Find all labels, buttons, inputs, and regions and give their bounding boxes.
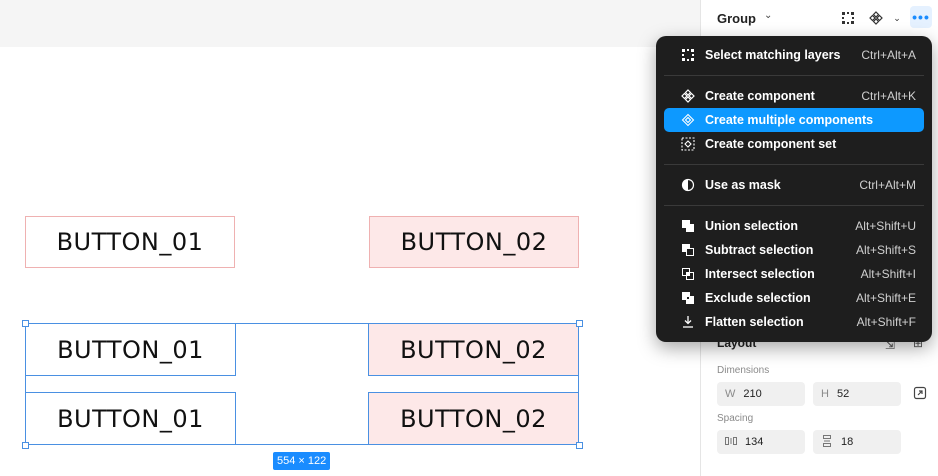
component-set-icon bbox=[680, 136, 696, 152]
menu-item-subtract-selection[interactable]: Subtract selection Alt+Shift+S bbox=[664, 238, 924, 262]
multiple-components-icon bbox=[680, 112, 696, 128]
vertical-spacing-field[interactable]: 18 bbox=[813, 430, 901, 454]
constrain-proportions-icon[interactable] bbox=[913, 386, 927, 403]
menu-item-label: Use as mask bbox=[705, 178, 781, 192]
menu-item-union-selection[interactable]: Union selection Alt+Shift+U bbox=[664, 214, 924, 238]
design-canvas[interactable]: BUTTON_01 BUTTON_02 BUTTON_01 BUTTON_02 … bbox=[0, 0, 700, 476]
resize-handle-bottom-left[interactable] bbox=[22, 442, 29, 449]
menu-item-label: Create component bbox=[705, 89, 815, 103]
menu-item-shortcut: Alt+Shift+I bbox=[860, 267, 916, 281]
vertical-spacing-value: 18 bbox=[841, 436, 854, 448]
menu-item-use-as-mask[interactable]: Use as mask Ctrl+Alt+M bbox=[664, 173, 924, 197]
chevron-down-icon[interactable]: ⌄ bbox=[893, 12, 901, 23]
menu-item-select-matching-layers[interactable]: Select matching layers Ctrl+Alt+A bbox=[664, 43, 924, 67]
more-options-menu: Select matching layers Ctrl+Alt+A Create… bbox=[656, 36, 932, 342]
menu-item-label: Create multiple components bbox=[705, 113, 874, 127]
union-icon bbox=[680, 218, 696, 234]
canvas-top-strip bbox=[0, 0, 700, 47]
menu-item-label: Flatten selection bbox=[705, 315, 804, 329]
selection-size-badge: 554 × 122 bbox=[273, 452, 331, 470]
menu-item-label: Create component set bbox=[705, 137, 837, 151]
button-02-label: BUTTON_02 bbox=[400, 404, 547, 433]
component-icon bbox=[680, 88, 696, 104]
button-01-label: BUTTON_01 bbox=[56, 228, 204, 256]
button-01-label: BUTTON_01 bbox=[57, 404, 204, 433]
button-02-label: BUTTON_02 bbox=[400, 335, 547, 364]
menu-item-shortcut: Alt+Shift+U bbox=[855, 219, 916, 233]
button-01-frame-selected[interactable]: BUTTON_01 bbox=[25, 392, 236, 445]
menu-item-flatten-selection[interactable]: Flatten selection Alt+Shift+F bbox=[664, 310, 924, 334]
horizontal-spacing-value: 134 bbox=[745, 436, 764, 448]
button-02-label: BUTTON_02 bbox=[400, 228, 548, 256]
button-02-frame-selected[interactable]: BUTTON_02 bbox=[368, 392, 579, 445]
menu-item-label: Exclude selection bbox=[705, 291, 811, 305]
add-auto-layout-icon[interactable]: ⊞ bbox=[913, 336, 924, 350]
resize-handle-bottom-right[interactable] bbox=[576, 442, 583, 449]
height-field[interactable]: H 52 bbox=[813, 382, 901, 406]
collapse-icon[interactable]: ⇲ bbox=[885, 338, 896, 352]
width-value: 210 bbox=[743, 388, 762, 400]
dimensions-title: Dimensions bbox=[717, 365, 770, 376]
width-label: W bbox=[725, 388, 736, 400]
menu-item-exclude-selection[interactable]: Exclude selection Alt+Shift+E bbox=[664, 286, 924, 310]
select-matching-icon[interactable] bbox=[839, 9, 857, 27]
menu-divider bbox=[664, 164, 924, 165]
menu-divider bbox=[664, 75, 924, 76]
subtract-icon bbox=[680, 242, 696, 258]
width-field[interactable]: W 210 bbox=[717, 382, 805, 406]
resize-handle-top-right[interactable] bbox=[576, 320, 583, 327]
height-label: H bbox=[821, 388, 829, 400]
horizontal-gap-icon bbox=[725, 435, 737, 450]
menu-item-create-component-set[interactable]: Create component set bbox=[664, 132, 924, 156]
select-matching-icon bbox=[680, 47, 696, 63]
menu-item-intersect-selection[interactable]: Intersect selection Alt+Shift+I bbox=[664, 262, 924, 286]
chevron-down-icon[interactable]: ⌄ bbox=[764, 10, 773, 21]
component-icon[interactable] bbox=[867, 9, 885, 27]
button-01-frame-top[interactable]: BUTTON_01 bbox=[25, 216, 235, 268]
menu-item-shortcut: Ctrl+Alt+A bbox=[861, 48, 916, 62]
menu-item-shortcut: Alt+Shift+S bbox=[855, 243, 916, 257]
menu-item-shortcut: Alt+Shift+F bbox=[856, 315, 916, 329]
panel-header: Group ⌄ ⌄ ••• bbox=[701, 0, 938, 36]
button-02-frame-selected[interactable]: BUTTON_02 bbox=[368, 323, 579, 376]
height-value: 52 bbox=[836, 388, 850, 400]
resize-handle-top-left[interactable] bbox=[22, 320, 29, 327]
layer-type-label[interactable]: Group bbox=[717, 11, 756, 26]
menu-item-create-multiple-components[interactable]: Create multiple components bbox=[664, 108, 924, 132]
intersect-icon bbox=[680, 266, 696, 282]
button-02-frame-top[interactable]: BUTTON_02 bbox=[369, 216, 579, 268]
exclude-icon bbox=[680, 290, 696, 306]
menu-item-label: Union selection bbox=[705, 219, 799, 233]
more-options-icon[interactable]: ••• bbox=[910, 6, 932, 28]
horizontal-spacing-field[interactable]: 134 bbox=[717, 430, 805, 454]
vertical-gap-icon bbox=[821, 434, 833, 450]
menu-item-shortcut: Ctrl+Alt+M bbox=[859, 178, 916, 192]
menu-item-shortcut: Ctrl+Alt+K bbox=[861, 89, 916, 103]
menu-item-label: Select matching layers bbox=[705, 48, 841, 62]
mask-icon bbox=[680, 177, 696, 193]
flatten-icon bbox=[680, 314, 696, 330]
spacing-title: Spacing bbox=[717, 413, 754, 424]
menu-item-label: Subtract selection bbox=[705, 243, 814, 257]
menu-item-shortcut: Alt+Shift+E bbox=[855, 291, 916, 305]
menu-divider bbox=[664, 205, 924, 206]
menu-item-create-component[interactable]: Create component Ctrl+Alt+K bbox=[664, 84, 924, 108]
button-01-frame-selected[interactable]: BUTTON_01 bbox=[25, 323, 236, 376]
button-01-label: BUTTON_01 bbox=[57, 335, 204, 364]
menu-item-label: Intersect selection bbox=[705, 267, 815, 281]
